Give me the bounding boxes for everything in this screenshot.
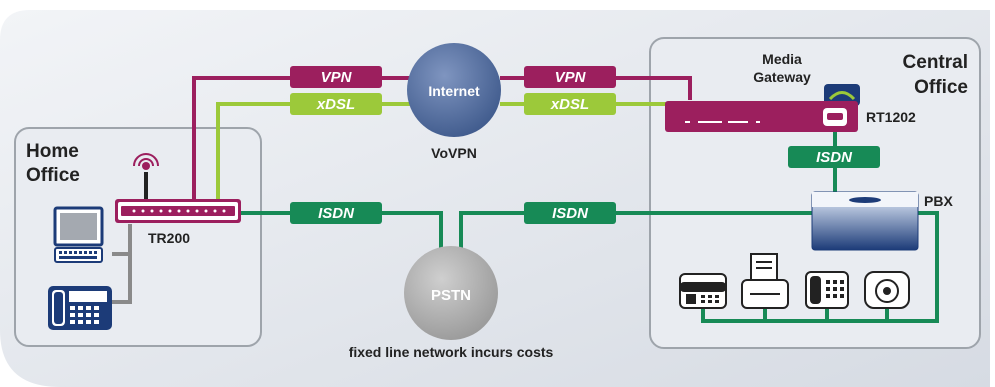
vpn-tag-left: VPN — [290, 66, 382, 88]
rt1202-router — [665, 101, 858, 132]
rt1202-label: RT1202 — [866, 109, 916, 125]
central-office-title-line1: Central — [903, 52, 968, 73]
internet-label: Internet — [428, 83, 480, 99]
internet-cloud: Internet — [407, 43, 501, 137]
svg-text:ISDN: ISDN — [816, 149, 853, 166]
media-gateway-label-line1: Media — [762, 51, 802, 67]
home-office-title-line1: Home — [26, 141, 79, 162]
media-gateway-phone-icon — [824, 84, 860, 106]
tr200-router — [115, 153, 241, 223]
svg-text:ISDN: ISDN — [318, 205, 355, 222]
home-telephone-icon — [48, 286, 112, 330]
svg-text:ISDN: ISDN — [552, 205, 589, 222]
isdn-tag-central: ISDN — [524, 202, 616, 224]
media-gateway-label-line2: Gateway — [753, 69, 811, 85]
svg-text:VPN: VPN — [321, 69, 353, 86]
tr200-label: TR200 — [148, 230, 190, 246]
system-phone-icon — [679, 273, 727, 309]
pbx-bus-line — [701, 211, 939, 323]
fax-icon — [741, 253, 789, 309]
home-device-links — [112, 224, 132, 304]
home-office-title-line2: Office — [26, 165, 80, 186]
pbx-device — [811, 191, 919, 251]
svg-text:VPN: VPN — [555, 69, 587, 86]
isdn-tag-home: ISDN — [290, 202, 382, 224]
internet-caption: VoVPN — [431, 145, 477, 161]
svg-text:xDSL: xDSL — [316, 96, 355, 113]
wifi-antenna-icon — [133, 153, 159, 200]
svg-text:xDSL: xDSL — [550, 96, 589, 113]
desk-phone-icon — [805, 271, 849, 309]
pstn-cloud: PSTN — [404, 246, 498, 340]
pstn-label: PSTN — [431, 287, 471, 304]
vpn-tag-right: VPN — [524, 66, 616, 88]
computer-icon — [53, 206, 104, 263]
xdsl-tag-right: xDSL — [524, 93, 616, 115]
xdsl-tag-left: xDSL — [290, 93, 382, 115]
central-office-title-line2: Office — [914, 77, 968, 98]
rotary-phone-icon — [864, 271, 910, 309]
isdn-line-central — [459, 211, 812, 262]
pbx-label: PBX — [924, 193, 953, 209]
isdn-tag-gateway: ISDN — [788, 146, 880, 168]
pstn-caption: fixed line network incurs costs — [349, 344, 554, 360]
